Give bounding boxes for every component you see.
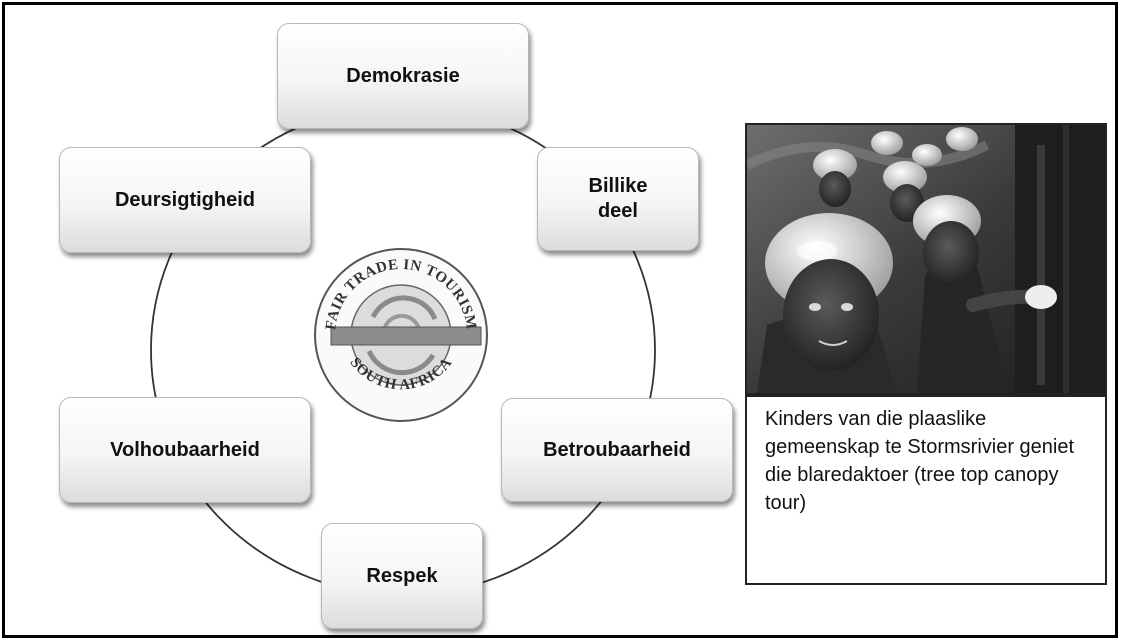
- node-label: Demokrasie: [346, 64, 460, 87]
- node-label: Betroubaarheid: [543, 438, 691, 461]
- node-billike-deel: Billike deel: [537, 147, 699, 251]
- node-respek: Respek: [321, 523, 483, 629]
- photo-caption: Kinders van die plaaslike gemeenskap te …: [745, 395, 1107, 585]
- node-label: Deursigtigheid: [114, 188, 255, 211]
- canopy-tour-photo: [745, 123, 1107, 395]
- node-label: Billike deel: [588, 175, 648, 222]
- fair-trade-tourism-logo: FAIR TRADE IN TOURISM SOUTH AFRICA: [314, 248, 488, 422]
- node-betroubaarheid: Betroubaarheid: [501, 398, 733, 502]
- node-label: Respek: [366, 564, 438, 587]
- node-demokrasie: Demokrasie: [277, 23, 529, 129]
- node-volhoubaarheid: Volhoubaarheid: [59, 397, 311, 503]
- node-label: Volhoubaarheid: [110, 438, 260, 461]
- node-deursigtigheid: Deursigtigheid: [59, 147, 311, 253]
